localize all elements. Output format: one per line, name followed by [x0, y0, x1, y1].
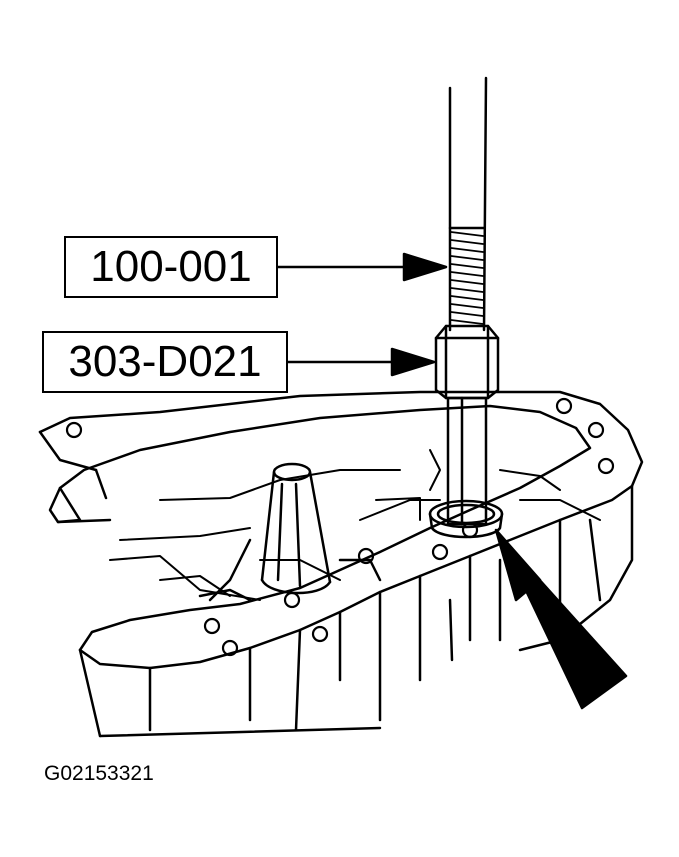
tool-callout-100-001: 100-001	[64, 236, 278, 298]
tool-callout-label: 303-D021	[68, 337, 262, 386]
tool-callout-303-d021: 303-D021	[42, 331, 288, 393]
hex-adapter	[434, 324, 500, 526]
seal-pointer-arrow-head	[494, 528, 542, 602]
bolt-holes	[65, 397, 615, 657]
case-walls	[78, 468, 634, 738]
shaft-boss	[198, 462, 382, 602]
seal	[428, 499, 504, 539]
case-flange	[38, 390, 644, 670]
leader-arrows	[276, 252, 448, 377]
case-inner-details	[109, 449, 601, 601]
threaded-rod	[448, 76, 488, 332]
figure-id: G02153321	[44, 762, 154, 785]
rod-threads	[450, 231, 484, 325]
tool-callout-label: 100-001	[90, 242, 252, 291]
